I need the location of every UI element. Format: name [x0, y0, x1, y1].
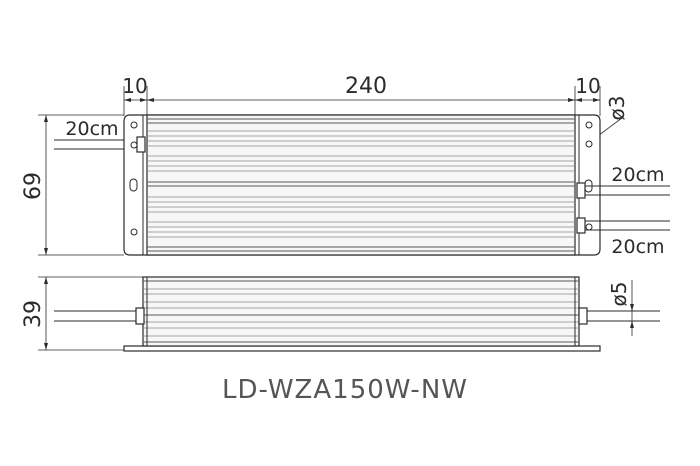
dim-right-flange-label: 10 [575, 74, 600, 98]
mounting-hole-right-top [585, 121, 593, 129]
mounting-hole-left-bottom [130, 228, 138, 236]
top-dimension-group: 10 240 10 ø3 [122, 74, 629, 142]
left-cable-length-label: 20cm [65, 118, 118, 140]
left-cable-gland [136, 136, 146, 153]
right-top-cable-length-label: 20cm [611, 164, 664, 186]
mounting-hole-right-bottom [585, 223, 593, 231]
side-housing-body [142, 276, 580, 347]
right-cable-gland-bottom [576, 217, 586, 234]
dim-height-label: 69 [21, 172, 46, 200]
mounting-hole-right-mid [585, 140, 593, 148]
dim-length-label: 240 [345, 74, 387, 99]
right-bottom-cable-length-label: 20cm [611, 236, 664, 258]
side-base-plate [123, 345, 601, 352]
side-housing-ribs [143, 280, 579, 343]
mounting-hole-left-mid [130, 141, 138, 149]
top-view: 20cm [54, 114, 670, 258]
side-view: 39 ø5 [21, 276, 660, 352]
right-cable-gland-top [576, 182, 586, 199]
side-right-cable-gland [578, 307, 588, 325]
dim-thickness-label: 39 [21, 300, 46, 328]
side-left-cable-gland [135, 307, 145, 325]
dim-cable-diameter-label: ø5 [607, 282, 631, 307]
mounting-hole-left-top [130, 121, 138, 129]
height-dimension-group: 69 [21, 114, 124, 256]
dim-left-flange-label: 10 [122, 74, 147, 98]
model-name: LD-WZA150W-NW [222, 375, 468, 405]
dim-hole-diameter-label: ø3 [605, 96, 629, 121]
mounting-slot-left [129, 178, 138, 192]
housing-ribs [147, 118, 575, 252]
